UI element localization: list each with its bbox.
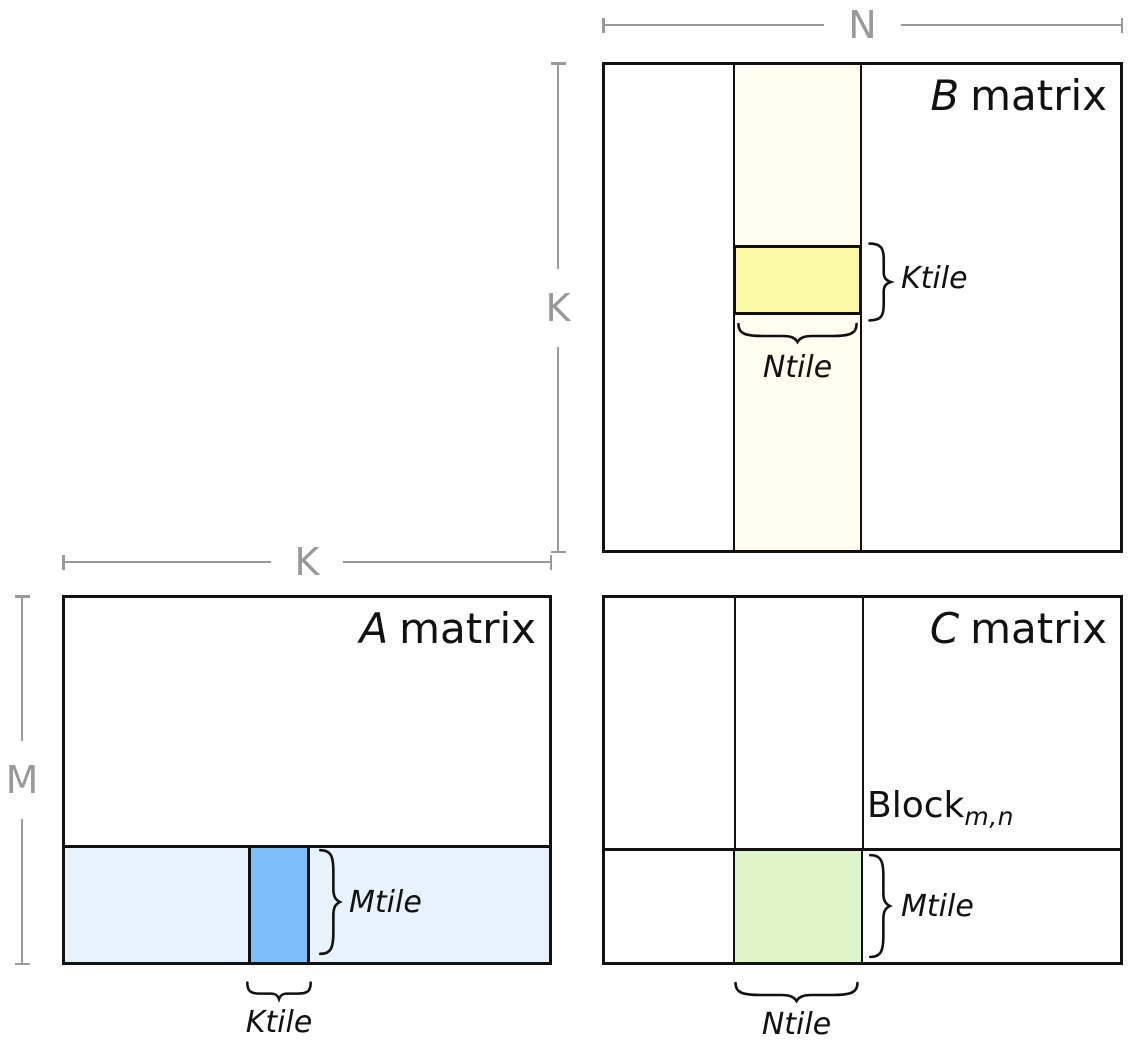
- dimension-label-m: M: [5, 758, 39, 802]
- dimension-k-b: K: [539, 62, 577, 553]
- dim-tick-icon: [14, 962, 30, 965]
- dim-line: [21, 597, 23, 741]
- a-mtile-ktile-tile: [248, 845, 310, 962]
- dimension-label-k-b: K: [545, 285, 571, 330]
- dim-tick-icon: [550, 62, 566, 65]
- dimension-k-a: K: [62, 540, 553, 584]
- dim-tick-icon: [14, 595, 30, 598]
- a-mtile-label: Mtile: [349, 885, 422, 920]
- block-base: Block: [867, 785, 965, 826]
- dim-line: [557, 346, 559, 551]
- c-mtile-label: Mtile: [901, 889, 974, 924]
- dim-line: [21, 819, 23, 963]
- dim-tick-icon: [550, 550, 566, 553]
- ntile-brace-icon: [736, 321, 859, 343]
- c-ntile-label: Ntile: [761, 1007, 832, 1042]
- ktile-brace-icon: [866, 242, 892, 322]
- dim-tick-icon: [62, 554, 65, 570]
- a-ktile-label: Ktile: [245, 1005, 313, 1040]
- dimension-n: N: [602, 6, 1123, 44]
- dimension-label-n: N: [848, 3, 877, 47]
- dim-tick-icon: [1120, 17, 1123, 33]
- dim-line: [557, 64, 559, 269]
- ktile-brace-icon: [246, 980, 312, 1000]
- mtile-brace-icon: [867, 853, 891, 959]
- block-subscript: m,n: [964, 802, 1015, 831]
- dimension-label-k-a: K: [294, 540, 320, 584]
- dimension-m: M: [3, 595, 41, 965]
- c-matrix-word: matrix: [970, 604, 1107, 653]
- c-matrix-letter: C: [929, 604, 960, 653]
- b-matrix-letter: B: [930, 71, 960, 120]
- b-ktile-label: Ktile: [901, 261, 968, 296]
- b-ktile-ntile-tile: [733, 245, 862, 315]
- dim-tick-icon: [602, 17, 605, 33]
- mtile-brace-icon: [317, 848, 341, 956]
- b-matrix-word: matrix: [970, 71, 1107, 120]
- dim-line: [900, 24, 1121, 26]
- dim-tick-icon: [549, 554, 553, 570]
- block-mn-label: Blockm,n: [867, 786, 1014, 831]
- a-matrix-letter: A: [359, 604, 389, 653]
- dim-line: [604, 24, 825, 26]
- ntile-brace-icon: [733, 980, 860, 1002]
- c-row-divider: [605, 848, 1120, 851]
- c-column-line-left: [734, 598, 736, 848]
- dim-line: [343, 561, 550, 563]
- c-column-line-right: [862, 598, 864, 848]
- b-ntile-label: Ntile: [762, 350, 833, 385]
- a-matrix-word: matrix: [399, 604, 536, 653]
- dim-line: [64, 561, 271, 563]
- c-mtile-ntile-tile: [733, 851, 863, 962]
